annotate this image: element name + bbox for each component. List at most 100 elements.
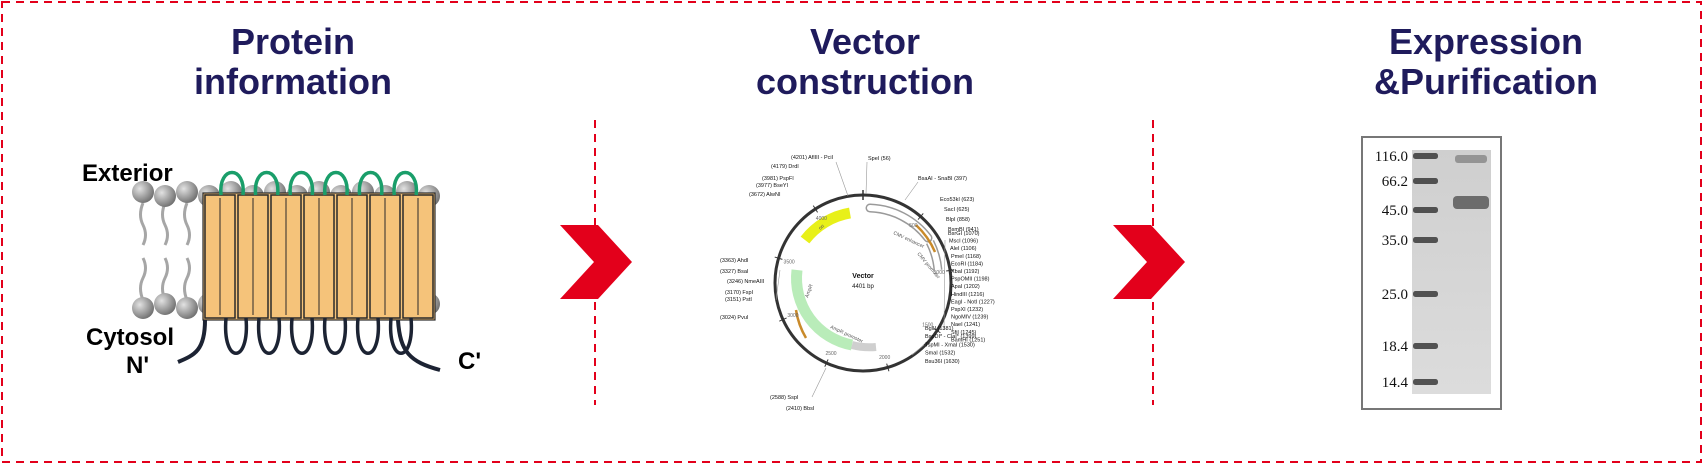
lipid-head <box>132 181 154 203</box>
ladder-band <box>1413 207 1438 213</box>
restriction-site-label: SpeI (56) <box>868 156 891 162</box>
restriction-site-label: BsrGI (1070) <box>948 231 980 237</box>
restriction-site-label: PspXI (1232) <box>951 307 983 313</box>
panel-title-line2: &Purification <box>1373 61 1598 102</box>
ladder-label: 116.0 <box>1375 149 1408 165</box>
scale-label: 2000 <box>879 355 890 361</box>
restriction-site-label: BsmBI (941) <box>948 227 979 233</box>
panel-title-expression-purification: Expression &Purification <box>1316 22 1656 102</box>
panel-title-line1: Protein <box>230 21 355 62</box>
restriction-site-label: SfiI (1245) <box>951 330 977 336</box>
restriction-site-label: (3151) PstI <box>725 297 752 303</box>
feature-label-ori: ori <box>818 224 826 232</box>
site-leader-line <box>775 269 781 301</box>
n-terminus-tail <box>177 319 207 364</box>
restriction-site-label: BglII (1381) <box>925 326 954 332</box>
scale-label: 4000 <box>816 216 827 222</box>
restriction-site-label: BlpI (858) <box>946 217 970 223</box>
restriction-site-label: TspMI - XmaI (1530) <box>925 342 975 348</box>
panel-title-protein-information: Protein information <box>168 22 418 102</box>
exterior-label: Exterior <box>82 160 173 187</box>
plasmid-name: Vector <box>852 273 874 280</box>
lipid-tail <box>139 202 147 246</box>
transmembrane-helix <box>270 194 302 319</box>
restriction-site-label: (2410) BbsI <box>786 406 815 412</box>
c-terminus-label: C' <box>458 348 482 375</box>
sample-band-high <box>1455 155 1487 163</box>
ladder-band <box>1413 291 1438 297</box>
restriction-site-label: (3246) NmeAIII <box>727 279 765 285</box>
transmembrane-helix <box>303 194 335 319</box>
restriction-site-label: (3363) AhdI <box>720 258 749 264</box>
ladder-label: 25.0 <box>1382 287 1408 303</box>
n-terminus-label: N' <box>126 352 150 379</box>
sds-page-gel: 116.066.245.035.025.018.414.4 <box>1361 136 1502 410</box>
panel-title-line2: information <box>194 61 392 102</box>
restriction-site-label: SacI (625) <box>944 207 970 213</box>
restriction-site-label: (4179) DrdI <box>771 164 799 170</box>
extracellular-loops <box>219 170 419 196</box>
panel-title-line1: Expression <box>1388 21 1584 62</box>
cytosolic-loop <box>355 317 381 355</box>
scale-label: 1000 <box>934 270 945 276</box>
restriction-site-label: Eco53kI (623) <box>940 197 974 203</box>
transmembrane-helix <box>369 194 401 319</box>
lipid-tail <box>161 257 169 301</box>
restriction-site-label: XbaI (1192) <box>951 269 980 275</box>
restriction-site-label: BsaAI - SnaBI (397) <box>918 176 967 182</box>
ladder-band <box>1413 153 1438 159</box>
cytosolic-loop <box>256 317 282 355</box>
restriction-site-label: NaeI (1241) <box>951 322 980 328</box>
cytosolic-loop <box>223 317 249 355</box>
ladder-label: 66.2 <box>1382 174 1408 190</box>
ampr-promoter-feature <box>850 341 877 352</box>
cytosol-label: Cytosol <box>86 324 175 351</box>
scale-tick <box>774 256 783 260</box>
membrane-illustration <box>132 170 441 372</box>
site-leader-line <box>943 239 946 331</box>
sample-band-target <box>1453 196 1489 209</box>
feature-mark <box>794 309 808 339</box>
restriction-site-label: EagI - NotI (1227) <box>951 299 995 305</box>
cytosolic-loop <box>388 317 414 355</box>
transmembrane-helices <box>202 192 436 321</box>
ladder-label: 35.0 <box>1382 233 1408 249</box>
gel-lane-area <box>1412 150 1491 394</box>
restriction-site-label: (4201) AflIII - PciI <box>791 155 834 161</box>
scale-tick <box>946 269 955 272</box>
restriction-site-label: (3981) PspFI <box>762 176 794 182</box>
lipid-head <box>132 297 154 319</box>
lipid-head <box>176 181 198 203</box>
restriction-site-label: MscI (1096) <box>949 239 978 245</box>
scale-label: 1500 <box>922 323 933 329</box>
restriction-site-label: (3672) AlwNI <box>749 192 781 198</box>
restriction-site-label: ApaI (1202) <box>951 284 980 290</box>
restriction-site-label: BspDI* - ClaI* (1399) <box>925 334 977 340</box>
restriction-site-label: (3327) BsaI <box>720 269 749 275</box>
extracellular-loop <box>288 170 315 196</box>
lipid-head <box>154 185 176 207</box>
restriction-site-label: BamHI (1251) <box>951 337 985 343</box>
ampr-feature <box>791 269 854 351</box>
chevron-arrow-icon <box>1113 225 1185 299</box>
scale-tick <box>886 363 890 372</box>
ladder-band <box>1413 237 1438 243</box>
scale-label: 3500 <box>784 259 795 265</box>
transmembrane-helix <box>237 194 269 319</box>
panel-title-line2: construction <box>755 61 974 102</box>
lipid-tail <box>183 202 191 246</box>
restriction-site-label: SmaI (1532) <box>925 351 955 357</box>
ori-feature <box>800 207 852 244</box>
scale-tick <box>917 213 924 220</box>
scale-tick <box>812 205 819 213</box>
lipid-tail <box>183 257 191 301</box>
restriction-site-label: PmeI (1168) <box>951 254 981 260</box>
restriction-site-label: (3024) PvuI <box>720 315 749 321</box>
chevron-arrow-icon <box>560 225 632 299</box>
scale-tick <box>933 327 941 334</box>
cytosolic-loop <box>289 317 315 355</box>
restriction-site-label: EcoRI (1184) <box>951 261 983 267</box>
ladder-label: 18.4 <box>1382 339 1409 355</box>
